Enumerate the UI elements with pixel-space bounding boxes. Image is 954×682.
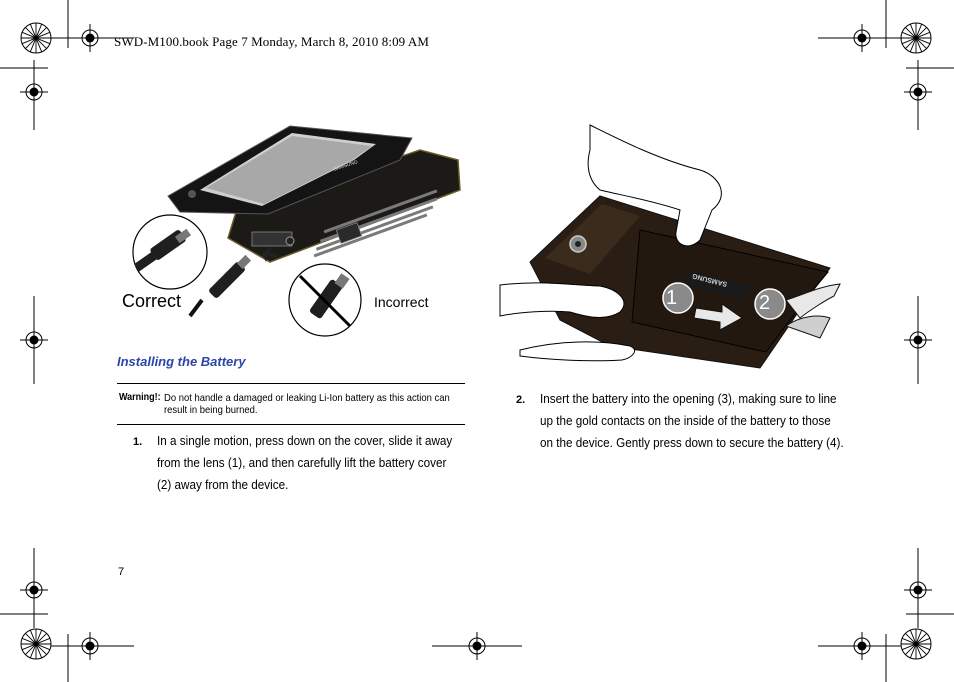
step-1-number: 1. [133,436,143,448]
marker-1: 1 [666,287,678,309]
step-2-number: 2. [516,394,526,406]
device-charger-illustration [132,125,461,337]
marker-2: 2 [759,292,771,314]
warning-box: Warning!: Do not handle a damaged or lea… [117,383,465,425]
page-number: 7 [118,566,125,578]
warning-text: Do not handle a damaged or leaking Li-Io… [164,392,450,416]
registration-cross-icons [19,23,933,661]
correct-label: Correct [122,291,182,311]
book-header: SWD-M100.book Page 7 Monday, March 8, 20… [114,34,430,49]
corner-target-icons [20,22,932,660]
battery-cover-illustration [499,124,841,369]
warning-label: Warning!: [119,392,161,403]
step-2-text: Insert the battery into the opening (3),… [540,391,844,450]
step-1-text: In a single motion, press down on the co… [157,433,453,492]
figure-caption: Installing the Battery [117,354,246,369]
incorrect-label: Incorrect [374,294,429,310]
